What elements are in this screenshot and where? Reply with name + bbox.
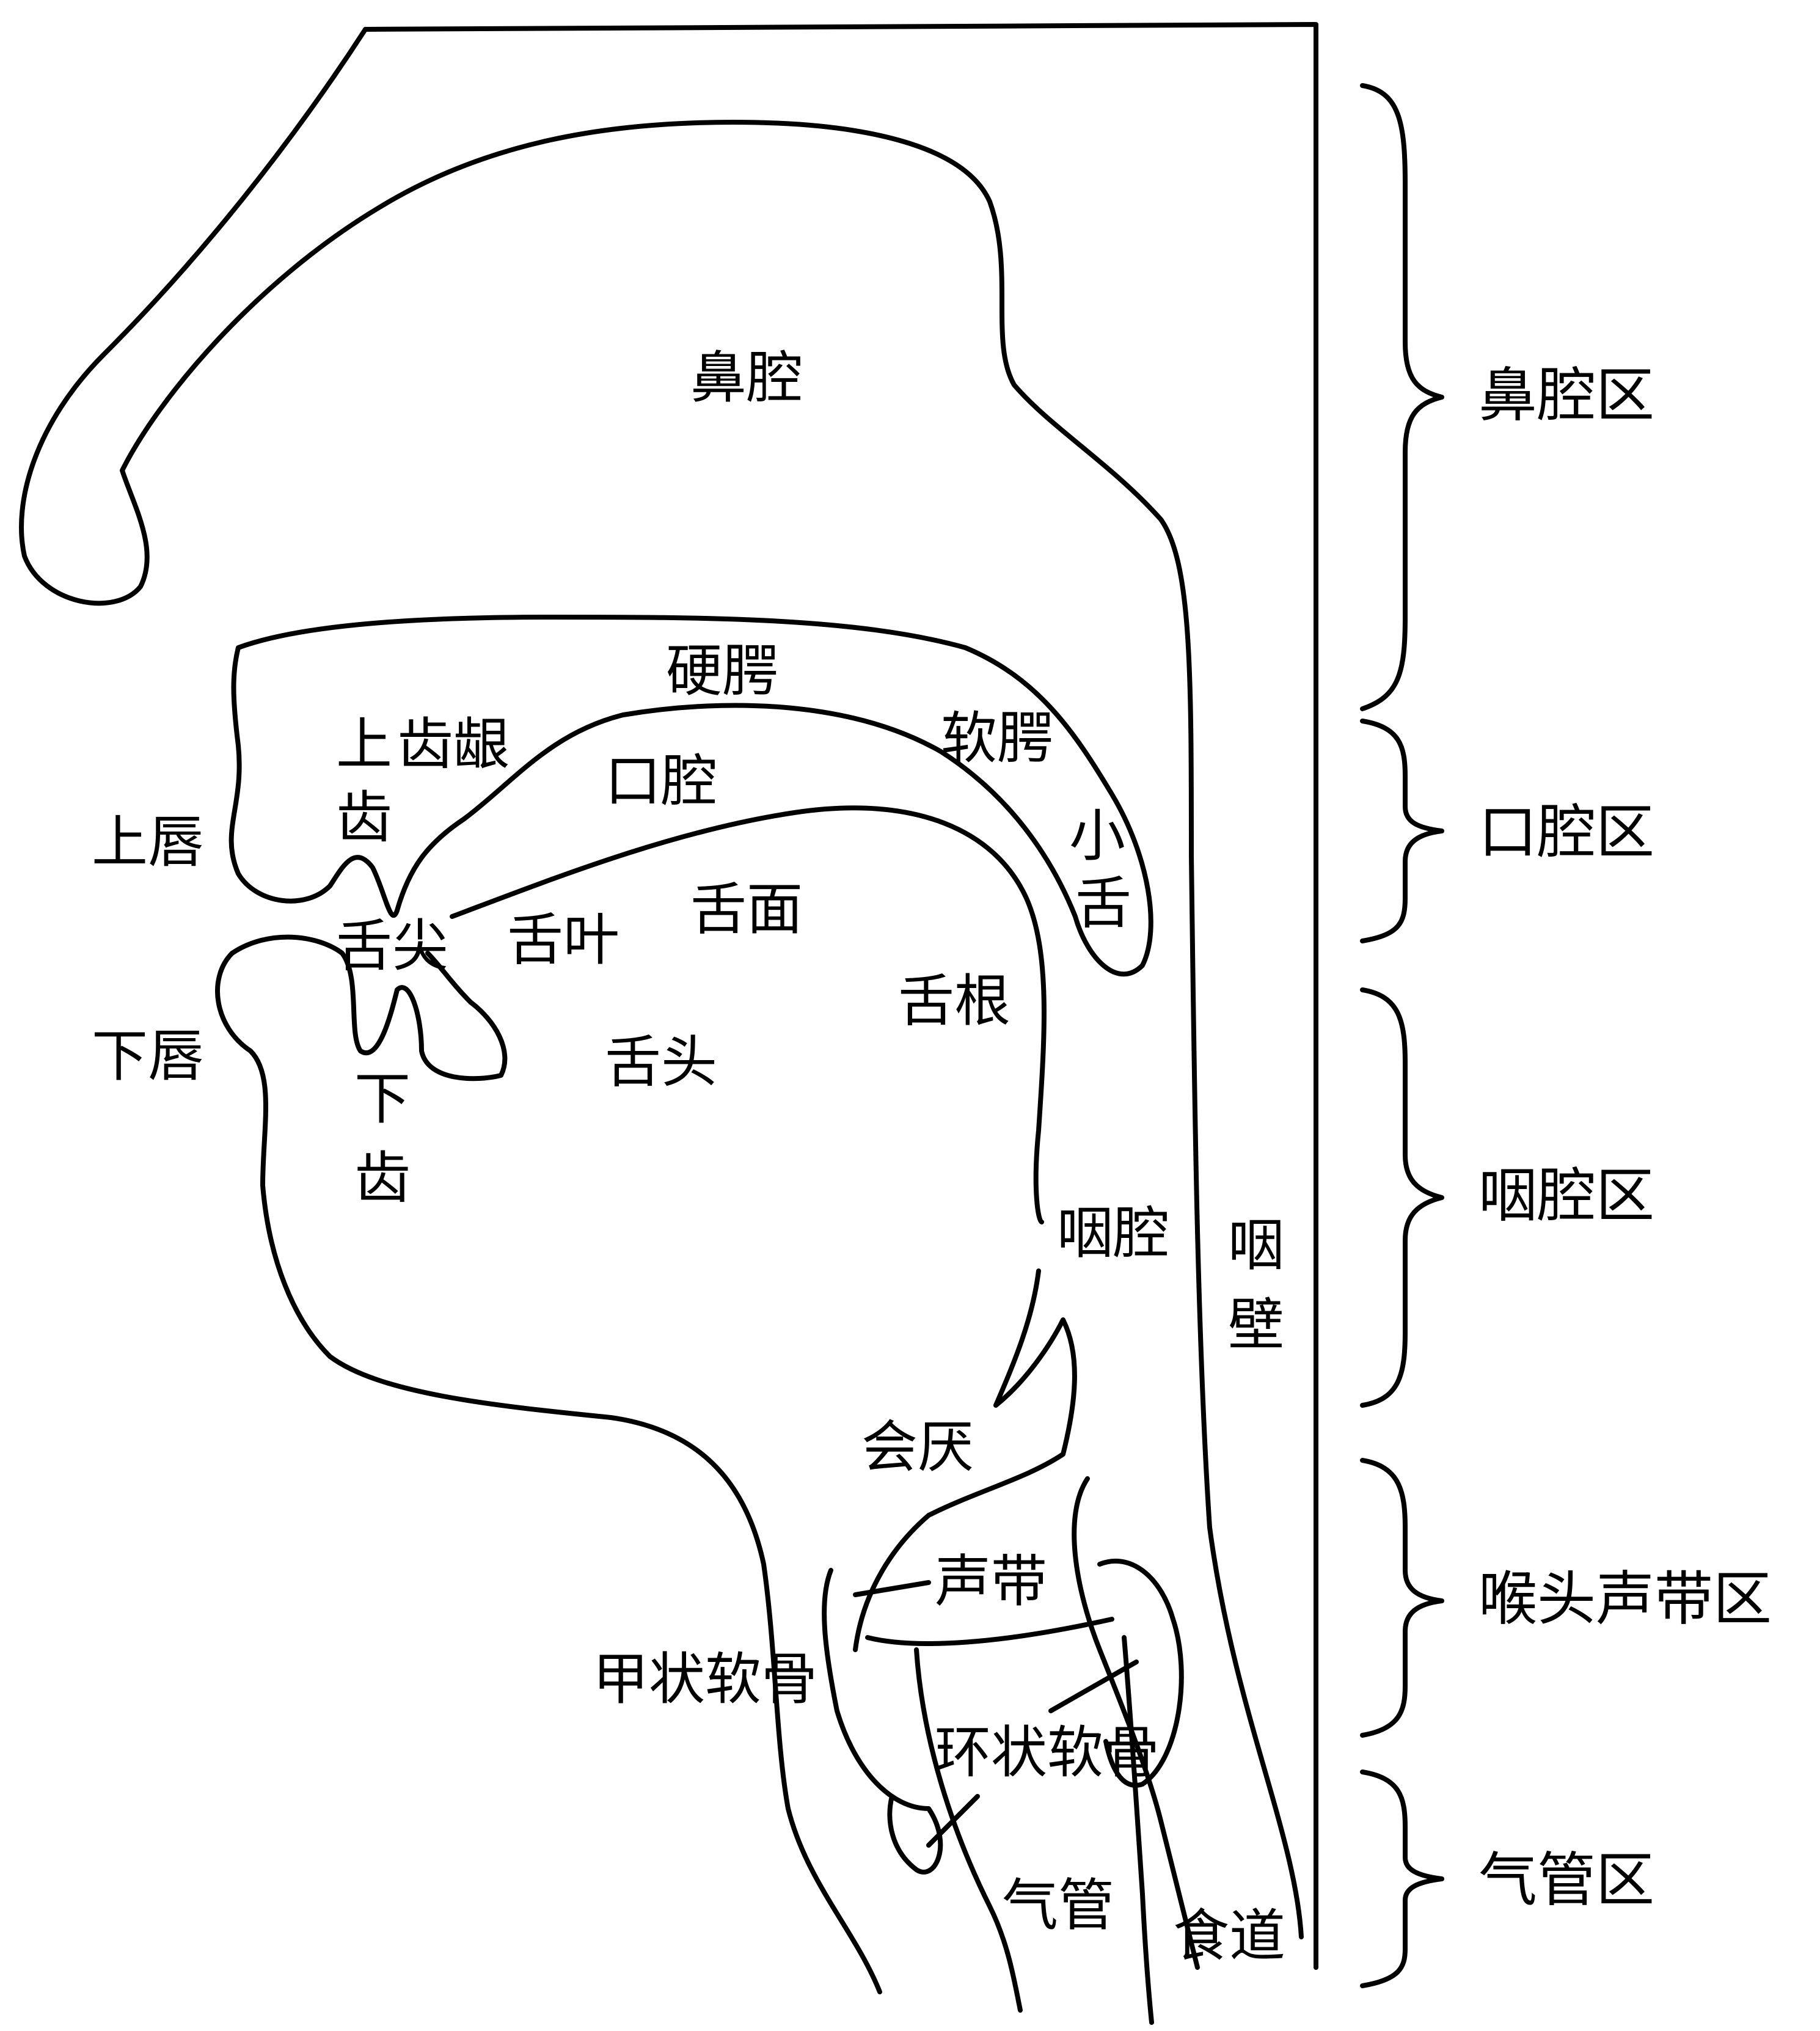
label-lower-lip: 下唇 [92, 1023, 204, 1089]
label-region-oral: 口腔区 [1478, 798, 1654, 866]
label-pharynx: 咽腔 [1057, 1201, 1169, 1266]
label-region-pharyngeal: 咽腔区 [1478, 1162, 1654, 1230]
pointer-vocal-cords [853, 1580, 931, 1597]
pointer-cricoid [1048, 1660, 1139, 1713]
label-trachea: 气管 [1002, 1873, 1114, 1938]
label-lower-teeth-2: 齿 [354, 1146, 411, 1211]
label-nasal-cavity: 鼻腔 [690, 345, 803, 411]
label-epiglottis: 会厌 [861, 1414, 974, 1480]
nasal-cavity-outline [19, 27, 1304, 1939]
epiglottis-line [853, 1268, 1077, 1652]
brace-tracheal [1360, 1769, 1444, 1988]
label-tongue-tip: 舌尖 [336, 913, 448, 979]
label-cricoid-cartilage: 环状软骨 [935, 1720, 1160, 1785]
label-alveolar: 齿龈 [397, 712, 510, 777]
label-tongue-surface: 舌面 [690, 877, 803, 942]
brace-oral [1360, 719, 1444, 943]
label-vocal-cords: 声带 [935, 1549, 1047, 1614]
label-thyroid-cartilage: 甲状软骨 [593, 1647, 817, 1712]
label-region-tracheal: 气管区 [1478, 1846, 1654, 1914]
pointer-thyroid [926, 1794, 980, 1848]
label-tongue-blade: 舌叶 [507, 907, 619, 973]
label-uvula-2: 舌 [1075, 871, 1131, 936]
trachea-line-back [1122, 1635, 1154, 2025]
brace-laryngeal [1360, 1458, 1444, 1738]
label-esophagus: 食道 [1173, 1903, 1285, 1969]
label-tongue-body: 舌头 [605, 1030, 717, 1095]
label-soft-palate: 软腭 [941, 706, 1053, 771]
label-hard-palate: 硬腭 [666, 639, 778, 704]
label-pharyngeal-wall-1: 咽 [1228, 1213, 1284, 1278]
arytenoid-shape [1097, 1559, 1184, 1788]
thyroid-cartilage-shape [822, 1568, 943, 1875]
label-lower-teeth-1: 下 [354, 1066, 411, 1132]
vocal-cords-line [865, 1617, 1114, 1646]
lower-jaw-outline [215, 934, 882, 1994]
tongue-surface-line [450, 805, 1047, 1224]
label-upper-teeth-2: 齿 [336, 785, 392, 851]
label-oral-cavity: 口腔 [605, 748, 717, 814]
label-upper-teeth-1: 上 [336, 712, 392, 777]
brace-pharyngeal [1360, 987, 1444, 1408]
label-upper-lip: 上唇 [92, 810, 204, 875]
brace-nasal [1360, 83, 1444, 711]
label-pharyngeal-wall-2: 壁 [1228, 1292, 1284, 1358]
trachea-line-front [914, 1647, 1023, 2013]
head-top-outline [363, 22, 1318, 1970]
label-uvula-1: 小 [1069, 803, 1125, 869]
label-region-laryngeal: 喉头声带区 [1478, 1565, 1772, 1633]
label-region-nasal: 鼻腔区 [1478, 361, 1654, 430]
upper-jaw-outline [228, 615, 1153, 977]
label-tongue-root: 舌根 [898, 968, 1011, 1034]
